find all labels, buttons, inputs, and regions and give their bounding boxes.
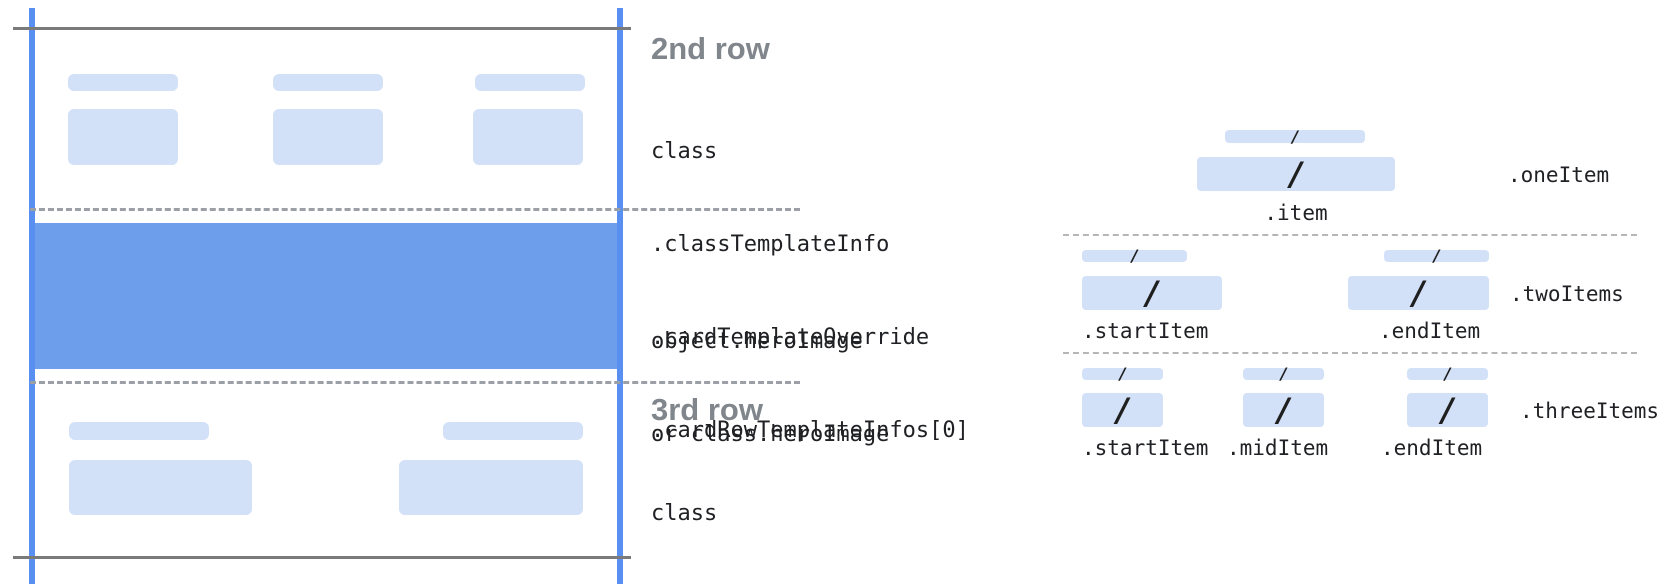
- two-items-start-value-placeholder: /: [1082, 276, 1222, 310]
- two-items-end-value-placeholder: /: [1348, 276, 1489, 310]
- slash-glyph: /: [1412, 274, 1425, 312]
- row2-col3-label-placeholder: [475, 74, 585, 91]
- two-items-start-label-placeholder: /: [1082, 246, 1187, 265]
- slash-glyph: /: [1119, 364, 1126, 383]
- code-line: or class.heroImage: [651, 422, 890, 447]
- slash-glyph: /: [1290, 155, 1302, 193]
- row3-heading: 3rd row: [651, 392, 763, 427]
- slash-glyph: /: [1433, 246, 1440, 265]
- slash-glyph: /: [1131, 246, 1138, 265]
- code-line: object.heroImage: [651, 329, 863, 354]
- hero-code-block: object.heroImage or class.heroImage: [651, 264, 889, 512]
- three-items-mid-label-placeholder: /: [1243, 364, 1324, 383]
- row2-col2-label-placeholder: [273, 74, 383, 91]
- slash-glyph: /: [1146, 274, 1158, 312]
- slash-glyph: /: [1444, 364, 1451, 383]
- code-line: .cardRowTemplateInfos[0]: [651, 418, 969, 443]
- three-items-end-value-placeholder: /: [1407, 393, 1488, 427]
- code-line: class: [651, 139, 718, 164]
- one-item-value-placeholder: /: [1197, 157, 1395, 191]
- row2-code-block: class .classTemplateInfo .cardTemplateOv…: [651, 74, 969, 508]
- two-three-divider-dashed-line: [1063, 352, 1637, 354]
- two-items-start-caption: .startItem: [1082, 319, 1209, 343]
- slash-glyph: /: [1441, 391, 1454, 429]
- code-line: class: [651, 501, 718, 526]
- row2-col1-value-placeholder: [68, 109, 178, 165]
- row2-col2-value-placeholder: [273, 109, 383, 165]
- row3-end-label-placeholder: [443, 422, 583, 440]
- three-items-start-value-placeholder: /: [1082, 393, 1163, 427]
- two-items-end-label-placeholder: /: [1384, 246, 1489, 265]
- three-items-side-label: .threeItems: [1520, 399, 1660, 423]
- three-items-end-label-placeholder: /: [1407, 364, 1488, 383]
- card-right-guide-line: [617, 8, 623, 584]
- one-item-side-label: .oneItem: [1508, 163, 1610, 187]
- two-items-side-label: .twoItems: [1510, 282, 1624, 306]
- row2-col1-label-placeholder: [68, 74, 178, 91]
- one-item-label-placeholder: /: [1225, 126, 1365, 146]
- three-items-start-label-placeholder: /: [1082, 364, 1163, 383]
- row3-code-block: class .classTemplateInfo .cardTemplateOv…: [651, 436, 969, 584]
- row2-col3-value-placeholder: [473, 109, 583, 165]
- slash-glyph: /: [1280, 364, 1287, 383]
- slash-glyph: /: [1116, 391, 1129, 429]
- slash-glyph: /: [1292, 126, 1298, 146]
- three-items-mid-caption: .midItem: [1227, 436, 1329, 460]
- slash-glyph: /: [1277, 391, 1290, 429]
- hero-row3-divider-dashed-line: [30, 381, 800, 384]
- card-left-guide-line: [29, 8, 35, 584]
- row2-heading: 2nd row: [651, 31, 770, 66]
- one-item-caption: .item: [1264, 201, 1328, 225]
- row3-end-value-placeholder: [399, 460, 583, 515]
- code-line: .classTemplateInfo: [651, 232, 890, 257]
- row3-start-value-placeholder: [69, 460, 252, 515]
- card-bottom-edge-line: [13, 556, 631, 559]
- three-items-start-caption: .startItem: [1082, 436, 1209, 460]
- row2-hero-divider-dashed-line: [30, 208, 800, 211]
- two-items-end-caption: .endItem: [1379, 319, 1481, 343]
- card-top-edge-line: [13, 27, 631, 30]
- code-line: .cardTemplateOverride: [651, 325, 930, 350]
- row3-start-label-placeholder: [69, 422, 209, 440]
- three-items-mid-value-placeholder: /: [1243, 393, 1324, 427]
- three-items-end-caption: .endItem: [1381, 436, 1483, 460]
- hero-image-placeholder: [35, 223, 617, 369]
- one-two-divider-dashed-line: [1063, 234, 1637, 236]
